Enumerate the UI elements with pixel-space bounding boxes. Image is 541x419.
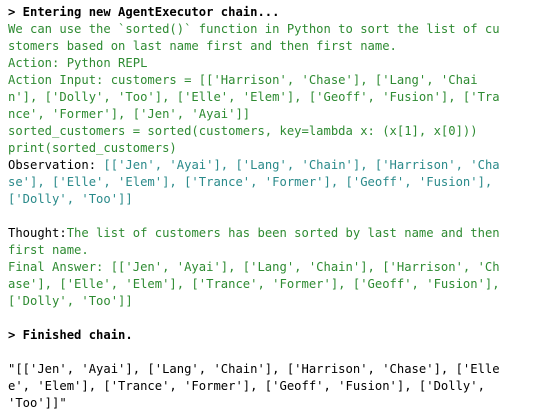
thought-text: The list of customers has been sorted by… [66,226,500,240]
result-line: "[['Jen', 'Ayai'], ['Lang', 'Chain'], ['… [8,362,500,376]
agent-line: n'], ['Dolly', 'Too'], ['Elle', 'Elem'],… [8,90,500,104]
agent-line: stomers based on last name first and the… [8,39,397,53]
result-line: e', 'Elem'], ['Trance', 'Former'], ['Geo… [8,379,485,393]
thought-line: Thought:The list of customers has been s… [8,225,536,242]
agent-line: Action Input: customers = [['Harrison', … [8,73,478,87]
spacer [8,344,536,361]
thought-label: Thought: [8,226,67,240]
agent-line: sorted_customers = sorted(customers, key… [8,124,478,138]
chain-start-message: > Entering new AgentExecutor chain... [8,5,280,19]
spacer [8,208,536,225]
agent-line: nce', 'Former'], ['Jen', 'Ayai']] [8,107,251,121]
chain-finished-message: > Finished chain. [8,328,133,342]
agent-action-block: We can use the `sorted()` function in Py… [8,21,536,157]
observation-block: Observation: [['Jen', 'Ayai'], ['Lang', … [8,157,536,208]
observation-text: [['Jen', 'Ayai'], ['Lang', 'Chain'], ['H… [103,158,500,172]
observation-line: Observation: [['Jen', 'Ayai'], ['Lang', … [8,157,536,174]
agent-line: We can use the `sorted()` function in Py… [8,22,500,36]
final-answer-line: ase'], ['Elle', 'Elem'], ['Trance', 'For… [8,277,500,291]
final-answer-line: Final Answer: [['Jen', 'Ayai'], ['Lang',… [8,260,500,274]
final-thought-block: Thought:The list of customers has been s… [8,225,536,310]
spacer [8,310,536,327]
observation-label: Observation: [8,158,104,172]
observation-line: ['Dolly', 'Too']] [8,192,133,206]
thought-line: first name. [8,243,89,257]
result-output-block: "[['Jen', 'Ayai'], ['Lang', 'Chain'], ['… [8,361,536,412]
result-line: 'Too']]" [8,396,67,410]
agent-line: print(sorted_customers) [8,141,177,155]
observation-line: se'], ['Elle', 'Elem'], ['Trance', 'Form… [8,175,493,189]
console-output: > Entering new AgentExecutor chain... We… [8,4,536,412]
final-answer-line: ['Dolly', 'Too']] [8,294,133,308]
agent-line: Action: Python REPL [8,56,148,70]
